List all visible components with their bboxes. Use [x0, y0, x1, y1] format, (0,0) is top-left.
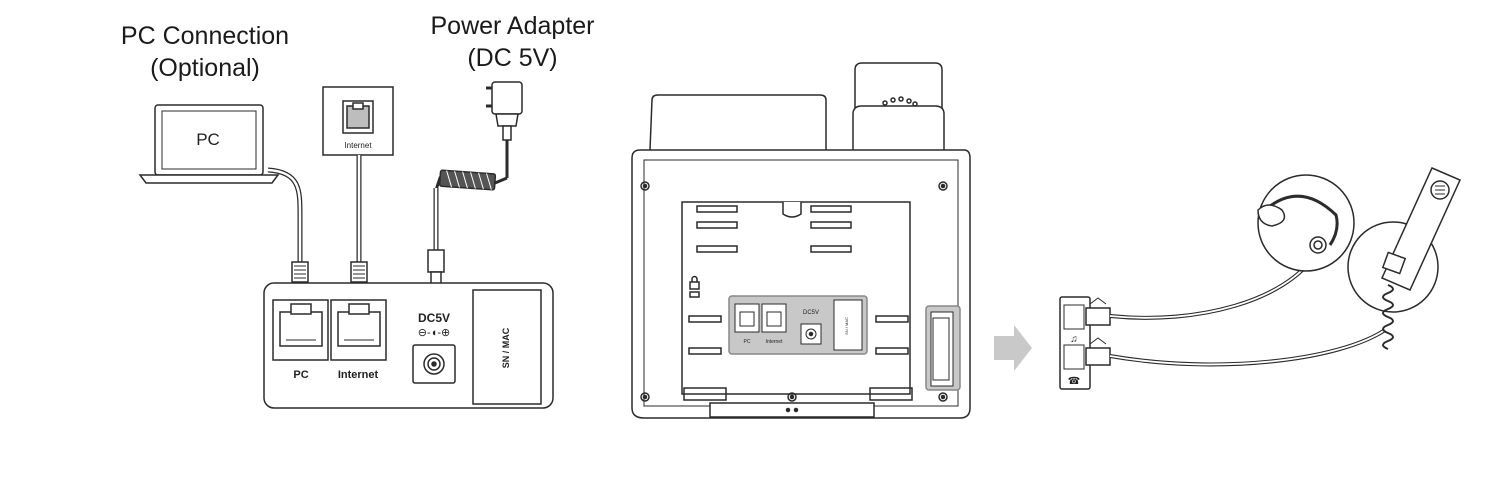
power-adapter-note: (DC 5V) — [467, 44, 558, 72]
headset-icon: ♫ — [1070, 334, 1078, 345]
port-internet-label: Internet — [338, 369, 379, 381]
power-adapter-caption: Power Adapter (DC 5V) — [410, 10, 615, 74]
side-jack-panel: ♫ ☎ — [1059, 296, 1111, 390]
handset-callout — [1347, 167, 1461, 350]
port-pc-label: PC — [293, 369, 308, 381]
pc-cable-plug — [291, 261, 309, 283]
mini-port-internet-label: Internet — [766, 339, 784, 345]
internet-wall-label: Internet — [344, 141, 372, 150]
sn-mac-label: SN / MAC — [501, 327, 511, 368]
lock-icon — [689, 275, 700, 298]
dc-label: DC5V — [418, 311, 450, 325]
pc-connection-caption: PC Connection (Optional) — [100, 20, 310, 84]
handset-icon: ☎ — [1068, 376, 1080, 387]
mini-port-pc-label: PC — [744, 339, 751, 345]
power-adapter-title: Power Adapter — [430, 12, 595, 40]
ferrite-choke — [434, 169, 508, 191]
mini-dc-label: DC5V — [803, 310, 819, 316]
pc-screen-label: PC — [196, 130, 220, 149]
port-panel-closeup: PC Internet DC5V ⊖-◖-⊕ SN / MAC — [263, 282, 554, 409]
laptop-icon: PC — [138, 104, 280, 184]
pc-connection-note: (Optional) — [150, 54, 260, 82]
right-arrow-icon — [994, 325, 1032, 371]
dc-plug — [427, 249, 445, 273]
headset-callout — [1257, 174, 1355, 272]
internet-cable-plug — [350, 261, 368, 283]
dc-polarity: ⊖-◖-⊕ — [418, 327, 450, 339]
internet-wall-jack: Internet — [322, 86, 394, 156]
pc-connection-title: PC Connection — [120, 22, 290, 50]
mini-sn-mac-label: SN / MAC — [844, 317, 849, 335]
phone-back-view: PC Internet DC5V SN / MAC — [631, 62, 971, 419]
power-adapter-icon — [486, 81, 523, 178]
